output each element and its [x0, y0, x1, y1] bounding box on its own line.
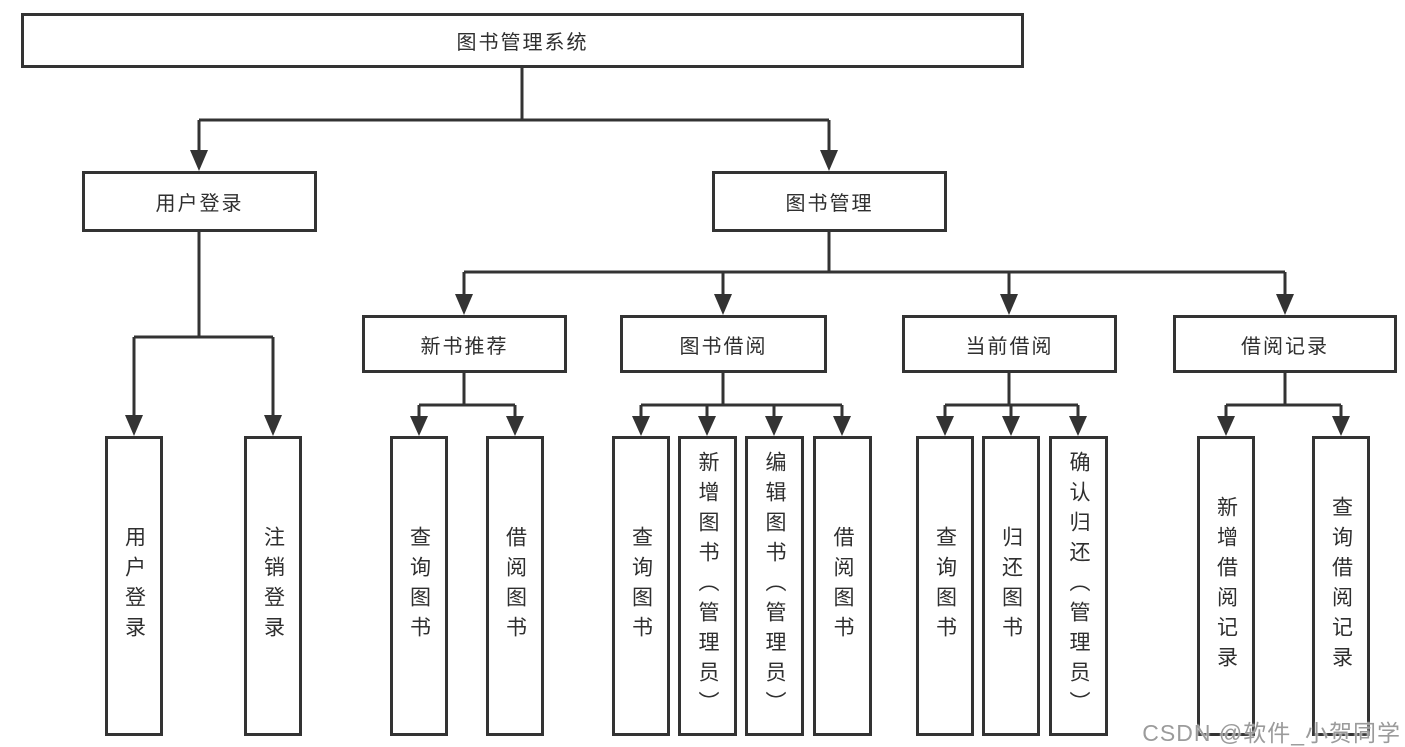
arrowhead — [714, 294, 732, 315]
arrowhead — [125, 415, 143, 436]
node-book-mgmt-label: 图书管理 — [785, 193, 874, 215]
node-leaf-edit-books: 编辑图书（管理员） — [745, 436, 804, 736]
node-user-login-label: 用户登录 — [155, 193, 244, 215]
node-leaf-borrow-books-1: 借阅图书 — [486, 436, 544, 736]
node-current-borrow: 当前借阅 — [902, 315, 1117, 373]
edge-newbookrec-to-leaves — [417, 373, 517, 416]
arrowhead — [1002, 416, 1020, 436]
arrowhead — [1000, 294, 1018, 315]
node-leaf-query-books-3-label: 查询图书 — [933, 526, 957, 646]
node-leaf-query-books-3: 查询图书 — [916, 436, 974, 736]
arrowhead — [410, 416, 428, 436]
arrowhead — [1217, 416, 1235, 436]
node-leaf-user-login: 用户登录 — [105, 436, 163, 736]
edge-borrowrecords-to-leaves — [1224, 373, 1343, 416]
node-current-borrow-label: 当前借阅 — [965, 335, 1054, 358]
arrowhead — [1332, 416, 1350, 436]
node-leaf-add-borrow-record-label: 新增借阅记录 — [1214, 496, 1238, 676]
node-leaf-confirm-return-label: 确认归还（管理员） — [1067, 451, 1090, 721]
node-leaf-query-books-1: 查询图书 — [390, 436, 448, 736]
node-leaf-borrow-books-2-label: 借阅图书 — [831, 526, 854, 646]
node-root: 图书管理系统 — [21, 13, 1024, 68]
edge-currentborrow-to-leaves — [943, 373, 1080, 416]
node-leaf-add-borrow-record: 新增借阅记录 — [1197, 436, 1255, 736]
node-borrow-records-label: 借阅记录 — [1241, 335, 1329, 358]
node-book-borrow-label: 图书借阅 — [679, 335, 768, 358]
node-leaf-return-books: 归还图书 — [982, 436, 1040, 736]
node-leaf-confirm-return: 确认归还（管理员） — [1049, 436, 1108, 736]
arrowhead — [455, 294, 473, 315]
node-new-book-rec-label: 新书推荐 — [420, 335, 509, 358]
arrowhead — [190, 150, 208, 171]
arrowhead — [936, 416, 954, 436]
node-leaf-edit-books-label: 编辑图书（管理员） — [763, 451, 786, 721]
arrowhead — [698, 416, 716, 436]
node-leaf-query-books-2: 查询图书 — [612, 436, 670, 736]
arrowhead — [632, 416, 650, 436]
node-new-book-rec: 新书推荐 — [362, 315, 567, 373]
node-leaf-return-books-label: 归还图书 — [999, 526, 1023, 646]
node-borrow-records: 借阅记录 — [1173, 315, 1397, 373]
arrowhead — [765, 416, 783, 436]
node-leaf-add-books: 新增图书（管理员） — [678, 436, 737, 736]
csdn-watermark: CSDN @软件_小贺同学 — [1142, 720, 1401, 746]
edge-bookborrow-to-leaves — [639, 373, 844, 416]
node-leaf-query-books-2-label: 查询图书 — [629, 526, 653, 646]
node-leaf-user-login-label: 用户登录 — [122, 526, 146, 646]
node-leaf-query-books-1-label: 查询图书 — [407, 526, 431, 646]
node-root-label: 图书管理系统 — [456, 32, 589, 54]
arrowhead — [264, 415, 282, 436]
node-leaf-add-books-label: 新增图书（管理员） — [696, 451, 719, 721]
node-leaf-borrow-books-1-label: 借阅图书 — [503, 526, 527, 646]
node-leaf-logout: 注销登录 — [244, 436, 302, 736]
edge-bookmgmt-to-level3 — [462, 232, 1287, 294]
arrowhead — [1069, 416, 1087, 436]
node-leaf-query-borrow-record-label: 查询借阅记录 — [1329, 496, 1353, 676]
arrowhead — [820, 150, 838, 171]
edge-userlogin-to-leaves — [132, 232, 275, 415]
node-book-mgmt: 图书管理 — [712, 171, 947, 232]
arrowhead — [833, 416, 851, 436]
node-leaf-logout-label: 注销登录 — [261, 526, 285, 646]
node-leaf-query-borrow-record: 查询借阅记录 — [1312, 436, 1370, 736]
arrowhead — [1276, 294, 1294, 315]
node-book-borrow: 图书借阅 — [620, 315, 827, 373]
node-user-login: 用户登录 — [82, 171, 317, 232]
arrowhead — [506, 416, 524, 436]
edge-root-to-level2 — [197, 68, 831, 150]
node-leaf-borrow-books-2: 借阅图书 — [813, 436, 872, 736]
